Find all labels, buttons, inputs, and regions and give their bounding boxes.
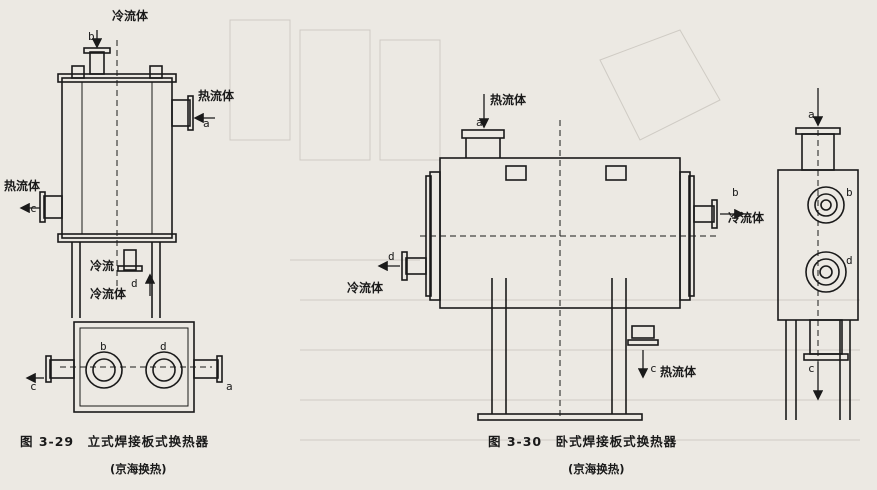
horizontal-exchanger-side-view (777, 100, 859, 420)
nozzle-a-label-h: a (476, 116, 483, 129)
nozzle-b-label: b (88, 30, 95, 43)
plan-nozzle-b-label: b (100, 340, 107, 353)
nozzle-a-label: a (203, 117, 210, 130)
bleed-through-background (229, 19, 860, 441)
side-nozzle-d-label: d (846, 254, 853, 267)
nozzle-d-label: d (131, 277, 138, 290)
horizontal-exchanger-flow-arrows (377, 88, 824, 401)
plan-nozzle-d-label: d (160, 340, 167, 353)
plan-nozzle-c-label: c (30, 380, 37, 393)
hot-fluid-bottom-label: 热流体 (660, 364, 697, 379)
nozzle-c-label: c (30, 202, 37, 215)
plan-nozzle-a-label: a (226, 380, 233, 393)
hot-fluid-left-label: 热流体 (4, 178, 41, 193)
figure-3-29-caption: 图 3-29 立式焊接板式换热器 (20, 434, 209, 449)
cold-fluid-left-label: 冷流体 (347, 280, 384, 295)
side-nozzle-c-label: c (808, 362, 815, 375)
nozzle-b-label-h: b (732, 186, 739, 199)
side-nozzle-b-label: b (846, 186, 853, 199)
figure-3-30-subcaption: (京海换热) (568, 462, 625, 476)
hot-fluid-right-label: 热流体 (198, 88, 235, 103)
hot-fluid-top-label: 热流体 (490, 92, 527, 107)
horizontal-exchanger-elevation (401, 120, 720, 421)
cold-fluid-bottom-label-1: 冷流 (90, 258, 114, 273)
cold-fluid-right-label: 冷流体 (728, 210, 765, 225)
nozzle-d-label-h: d (388, 250, 395, 263)
vertical-exchanger-plan (45, 321, 223, 413)
nozzle-c-label-h: c (650, 362, 657, 375)
figure-3-29-subcaption: (京海换热) (110, 462, 167, 476)
figure-3-30-caption: 图 3-30 卧式焊接板式换热器 (488, 434, 677, 449)
cold-fluid-bottom-label: 冷流体 (90, 286, 127, 301)
vertical-exchanger-flow-arrows (19, 30, 215, 384)
side-nozzle-a-label: a (808, 108, 815, 121)
vertical-exchanger-elevation (39, 40, 194, 318)
cold-fluid-top-label: 冷流体 (112, 8, 149, 23)
